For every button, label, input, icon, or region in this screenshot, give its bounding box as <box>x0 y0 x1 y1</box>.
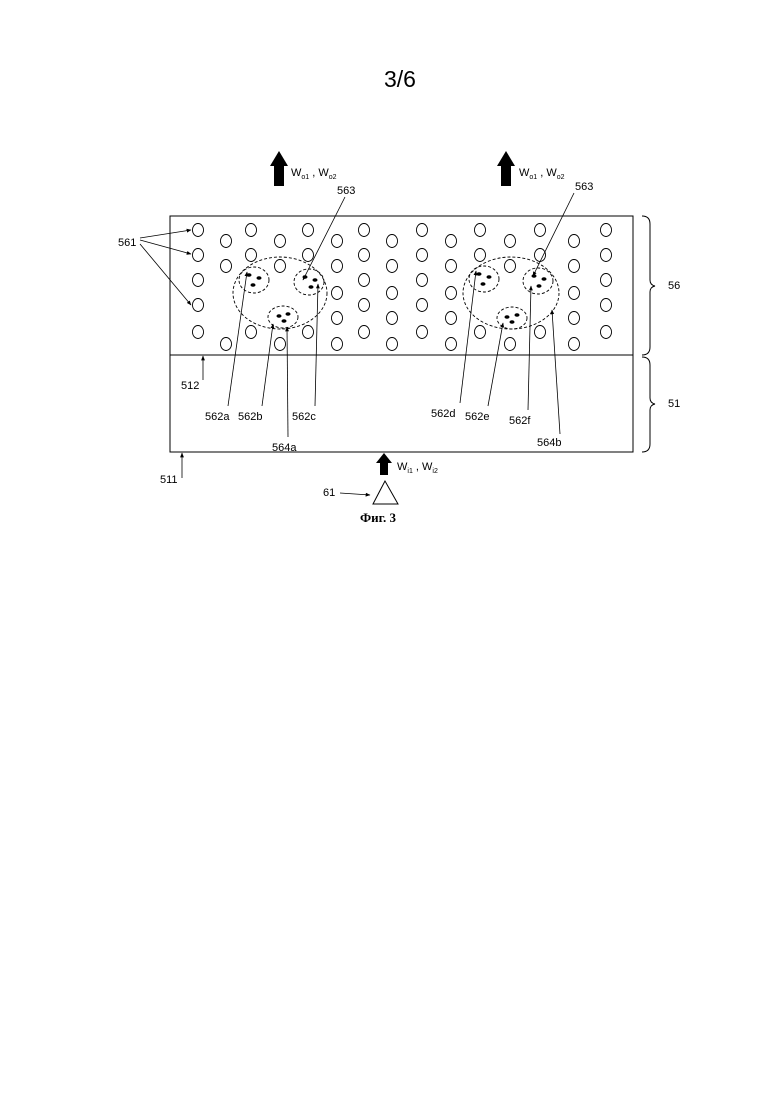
region-562b <box>268 306 298 328</box>
pore-circle <box>193 299 204 312</box>
label-562b: 562b <box>238 411 262 423</box>
pore-circle <box>475 326 486 339</box>
output-label-left: Wo1 , Wo2 <box>291 167 337 181</box>
figure-caption: Фиг. 3 <box>360 510 397 525</box>
brackets <box>642 216 655 452</box>
pore-circle <box>275 338 286 351</box>
pore-circle <box>332 235 343 248</box>
pore-circle <box>387 235 398 248</box>
pore-circle <box>359 249 370 262</box>
pore-circle <box>275 260 286 273</box>
pore-circle <box>359 224 370 237</box>
pore-circle <box>505 338 516 351</box>
label-562c: 562c <box>292 411 316 423</box>
layer-56-box <box>170 216 633 355</box>
pore-circle <box>387 312 398 325</box>
pore-circle <box>569 312 580 325</box>
label-511: 511 <box>160 474 178 486</box>
label-562d: 562d <box>431 408 455 420</box>
pore-circle <box>446 287 457 300</box>
region-562c <box>294 269 324 295</box>
pore-circle <box>475 249 486 262</box>
input-label: Wi1 , Wi2 <box>397 461 438 475</box>
pore-circle <box>601 326 612 339</box>
label-564b: 564b <box>537 437 561 449</box>
label-564a: 564a <box>272 442 297 454</box>
label-56: 56 <box>668 280 680 292</box>
pore-circle <box>221 235 232 248</box>
pore-circle <box>193 224 204 237</box>
pore-circle <box>303 224 314 237</box>
source-triangle-61 <box>373 481 398 504</box>
pore-circle <box>446 235 457 248</box>
pore-circle <box>303 249 314 262</box>
pore-circle <box>446 260 457 273</box>
pore-circle <box>332 260 343 273</box>
pore-circle <box>535 326 546 339</box>
pore-circle <box>246 326 257 339</box>
pore-circle <box>359 274 370 287</box>
pore-circle <box>332 338 343 351</box>
label-561: 561 <box>118 237 136 249</box>
region-562f <box>523 268 553 294</box>
pore-circle <box>359 299 370 312</box>
pore-circle <box>417 274 428 287</box>
regions <box>233 257 559 329</box>
label-562f: 562f <box>509 415 531 427</box>
label-563-left: 563 <box>337 185 355 197</box>
pore-circle <box>221 260 232 273</box>
pore-circle <box>417 326 428 339</box>
label-61: 61 <box>323 487 335 499</box>
pore-circle <box>535 224 546 237</box>
region-562d <box>469 266 499 292</box>
input-arrow <box>376 453 392 475</box>
output-label-right: Wo1 , Wo2 <box>519 167 565 181</box>
pore-circle <box>387 338 398 351</box>
pore-circle <box>193 326 204 339</box>
pore-circle <box>246 224 257 237</box>
pore-circle <box>446 312 457 325</box>
pore-circle <box>332 287 343 300</box>
label-562e: 562e <box>465 411 489 423</box>
pore-circle <box>359 326 370 339</box>
label-563-right: 563 <box>575 181 593 193</box>
leader-lines <box>140 193 574 495</box>
pore-circle <box>446 338 457 351</box>
pore-circle <box>246 249 257 262</box>
pore-circle <box>569 338 580 351</box>
pore-circle <box>332 312 343 325</box>
pore-circle <box>417 249 428 262</box>
region-562e <box>497 307 527 329</box>
particles <box>247 272 547 324</box>
pore-circle <box>505 235 516 248</box>
pore-circle <box>569 260 580 273</box>
pore-circle <box>601 249 612 262</box>
pore-grid <box>193 224 612 351</box>
pore-circle <box>601 224 612 237</box>
pore-circle <box>601 299 612 312</box>
region-564a <box>233 257 327 329</box>
pore-circle <box>275 235 286 248</box>
output-arrow-left <box>270 151 288 186</box>
output-arrow-right <box>497 151 515 186</box>
pore-circle <box>535 249 546 262</box>
pore-circle <box>303 326 314 339</box>
pore-circle <box>193 249 204 262</box>
pore-circle <box>417 299 428 312</box>
label-562a: 562a <box>205 411 230 423</box>
pore-circle <box>475 224 486 237</box>
pore-circle <box>387 287 398 300</box>
pore-circle <box>569 287 580 300</box>
layer-51-box <box>170 355 633 452</box>
pore-circle <box>417 224 428 237</box>
pore-circle <box>193 274 204 287</box>
pore-circle <box>505 260 516 273</box>
label-512: 512 <box>181 380 199 392</box>
pore-circle <box>387 260 398 273</box>
pore-circle <box>221 338 232 351</box>
label-51: 51 <box>668 398 680 410</box>
pore-circle <box>601 274 612 287</box>
pore-circle <box>569 235 580 248</box>
